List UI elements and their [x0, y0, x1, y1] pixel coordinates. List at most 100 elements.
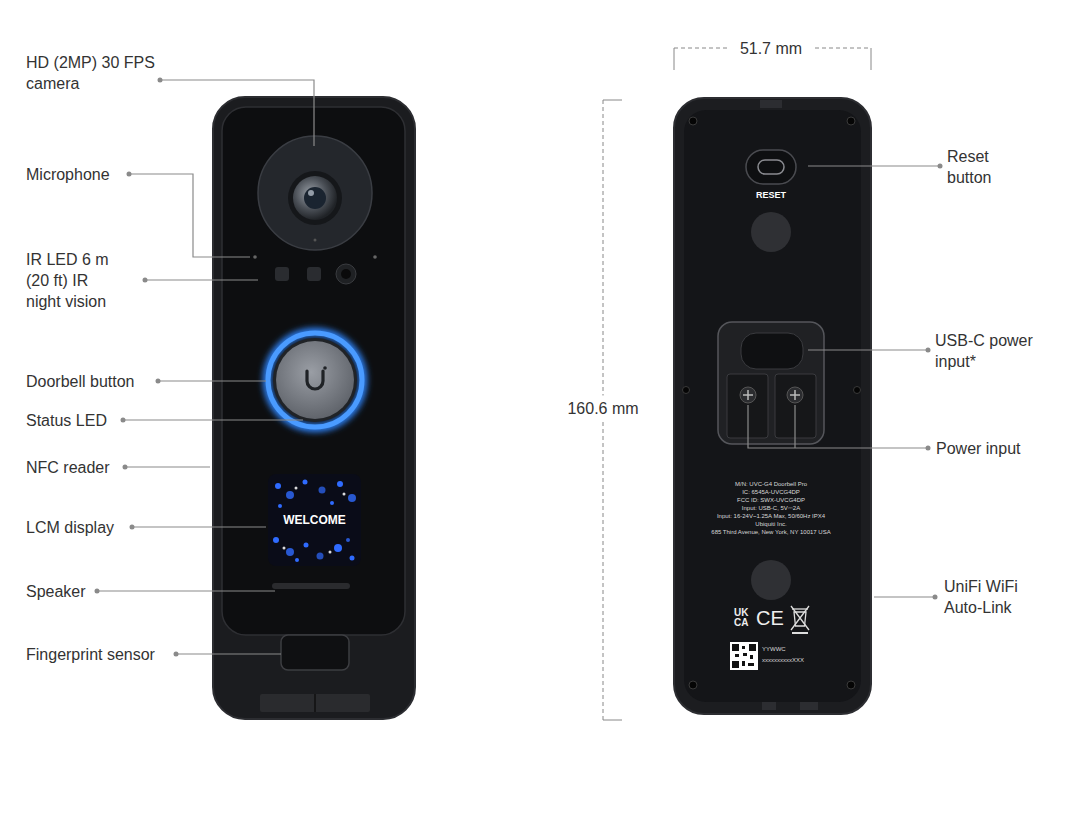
leader-line — [176, 653, 281, 654]
qr-module — [748, 663, 754, 666]
leader-dot — [158, 78, 163, 83]
leader-dot — [156, 379, 161, 384]
panel-fine-print: FCC ID: SWX-UVCG4DP — [737, 496, 805, 504]
usb-c-cover — [741, 333, 803, 369]
bottom-notch — [762, 702, 776, 710]
light-sensor — [336, 264, 356, 284]
callout-label: NFC reader — [26, 457, 110, 478]
bokeh-dot — [304, 543, 309, 548]
screw-hole — [847, 117, 855, 125]
qr-finder — [732, 644, 739, 651]
callout-label: USB-C power input* — [935, 330, 1060, 372]
clip-split — [314, 694, 316, 712]
qr-module — [742, 646, 745, 649]
screw-slot — [743, 390, 800, 400]
panel-fine-print: Ubiquiti Inc. — [755, 520, 786, 528]
back-housing — [674, 98, 871, 714]
dimension-label: 51.7 mm — [740, 38, 802, 59]
panel-fine-print: IC: 6545A-UVCG4DP — [742, 488, 800, 496]
bokeh-dot — [286, 548, 294, 556]
leader-dot — [143, 278, 148, 283]
leader-dot — [127, 172, 132, 177]
callout-label: Fingerprint sensor — [26, 644, 155, 665]
qr-module — [735, 654, 739, 657]
leader-dot — [123, 465, 128, 470]
weee-bin-icon — [791, 606, 809, 633]
lens-highlight — [308, 190, 314, 196]
bokeh-dot — [273, 537, 279, 543]
leader-dot — [121, 418, 126, 423]
speaker-grille — [272, 583, 350, 589]
leader-line — [145, 279, 258, 280]
screw-hole — [854, 387, 861, 394]
qr-finder — [732, 661, 739, 668]
microphone-hole — [373, 255, 377, 259]
bokeh-dot — [348, 494, 356, 502]
qr-finder — [749, 644, 756, 651]
ir-led — [275, 267, 289, 281]
callout-label: Power input — [936, 438, 1021, 459]
callout-label: Speaker — [26, 581, 86, 602]
rubber-plug — [751, 560, 791, 600]
screw-hole — [847, 681, 855, 689]
light-sensor-core — [341, 269, 351, 279]
display-bokeh — [273, 480, 356, 563]
panel-fine-print: xxxxxxxxxxXXX — [762, 656, 804, 664]
panel-fine-print: Input: 16-24V~1.25A Max, 50/60Hz IPX4 — [717, 512, 825, 520]
ir-led — [307, 267, 321, 281]
camera-pupil — [304, 187, 326, 209]
screw-hole — [683, 387, 690, 394]
bokeh-dot — [334, 544, 342, 552]
camera-dot — [314, 239, 317, 242]
status-led-glow — [267, 332, 363, 428]
leader-line — [874, 596, 935, 597]
microphone-hole — [253, 255, 257, 259]
display-screen: WELCOME — [268, 474, 361, 566]
reset-button-housing — [746, 150, 796, 184]
leader-line — [160, 80, 314, 146]
leader-dot — [938, 164, 943, 169]
leader-line — [123, 419, 303, 420]
leader-dot — [926, 446, 931, 451]
leader-line — [158, 380, 266, 381]
bokeh-dot — [350, 556, 355, 561]
power-bracket — [718, 322, 824, 444]
leader-line — [125, 466, 210, 467]
bokeh-dot — [278, 504, 282, 508]
callout-label: Doorbell button — [26, 371, 135, 392]
status-led-ring — [268, 333, 362, 427]
bin-bar — [792, 632, 808, 634]
leader-dot — [95, 589, 100, 594]
bokeh-sparkle — [343, 493, 346, 496]
lcm-display — [268, 474, 361, 566]
front-housing — [213, 97, 415, 719]
ce-mark: CE — [756, 607, 784, 629]
bokeh-dot — [319, 487, 326, 494]
leader-line — [748, 405, 928, 448]
reset-button — [758, 160, 784, 174]
callout-label: UniFi WiFi Auto-Link — [944, 576, 1044, 618]
bokeh-dot — [295, 558, 299, 562]
camera-dome — [258, 136, 372, 250]
front-glass — [222, 107, 405, 635]
panel-fine-print: Input: USB-C, 5V⎓2A — [742, 504, 800, 512]
callout-label: LCM display — [26, 517, 114, 538]
callout-label: Status LED — [26, 410, 107, 431]
display-text: WELCOME — [283, 513, 346, 527]
qr-module — [742, 661, 745, 666]
leader-line — [132, 526, 266, 527]
panel-text: RESET — [756, 190, 786, 201]
leader-dot — [933, 595, 938, 600]
bokeh-dot — [317, 553, 324, 560]
callout-label: IR LED 6 m (20 ft) IR night vision — [26, 249, 126, 312]
bokeh-dot — [330, 501, 334, 505]
panel-fine-print: M/N: UVC-G4 Doorbell Pro — [735, 480, 807, 488]
top-notch — [760, 100, 782, 108]
bottom-clip — [260, 694, 370, 712]
bokeh-dot — [346, 538, 350, 542]
leader-line — [129, 174, 250, 257]
camera-bezel — [288, 171, 342, 225]
callout-label: HD (2MP) 30 FPS camera — [26, 52, 166, 94]
